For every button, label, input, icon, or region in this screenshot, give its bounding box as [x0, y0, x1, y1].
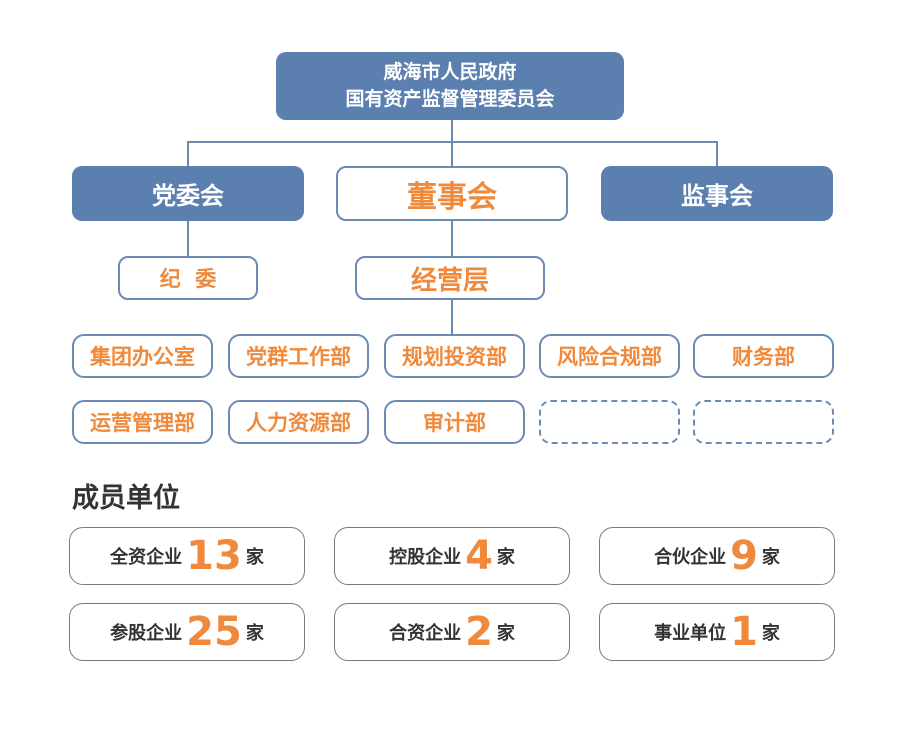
member-box: 事业单位 1 家	[599, 603, 835, 661]
member-count: 9	[730, 533, 758, 579]
member-label: 合伙企业	[654, 547, 727, 568]
dept-box: 人力资源部	[228, 400, 369, 444]
dept-label: 风险合规部	[557, 345, 662, 369]
member-unit: 家	[245, 623, 264, 644]
member-unit: 家	[245, 547, 264, 568]
member-unit: 家	[761, 547, 780, 568]
member-unit: 家	[496, 547, 515, 568]
member-label: 全资企业	[110, 547, 183, 568]
board-box: 董事会	[336, 166, 568, 221]
supervisory-board-box: 监事会	[601, 166, 833, 221]
member-box: 合资企业 2 家	[334, 603, 570, 661]
member-label: 事业单位	[654, 623, 727, 644]
member-box: 参股企业 25 家	[69, 603, 305, 661]
member-box: 控股企业 4 家	[334, 527, 570, 585]
connector-top-vertical	[451, 118, 453, 143]
connector-left-drop	[187, 141, 189, 167]
dept-label: 审计部	[423, 411, 486, 435]
member-unit: 家	[496, 623, 515, 644]
dept-label: 规划投资部	[402, 345, 507, 369]
member-box: 合伙企业 9 家	[599, 527, 835, 585]
dept-box: 审计部	[384, 400, 525, 444]
connector-management-to-planning	[451, 300, 453, 336]
management-label: 经营层	[410, 265, 489, 296]
member-box: 全资企业 13 家	[69, 527, 305, 585]
member-count: 2	[465, 609, 493, 655]
top-authority-line2: 国有资产监督管理委员会	[345, 88, 555, 110]
top-authority-box: 威海市人民政府 国有资产监督管理委员会	[276, 52, 624, 120]
connector-party-to-discipline	[187, 220, 189, 258]
member-count: 13	[186, 533, 242, 579]
management-box: 经营层	[355, 256, 545, 300]
discipline-committee-box: 纪 委	[118, 256, 258, 300]
member-count: 25	[186, 609, 242, 655]
member-unit: 家	[761, 623, 780, 644]
empty-dept-placeholder	[539, 400, 680, 444]
connector-right-drop	[716, 141, 718, 167]
dept-label: 运营管理部	[90, 411, 195, 435]
dept-label: 集团办公室	[90, 345, 195, 369]
discipline-committee-label: 纪 委	[159, 267, 217, 291]
dept-label: 党群工作部	[246, 345, 351, 369]
party-committee-box: 党委会	[72, 166, 304, 221]
party-committee-label: 党委会	[152, 182, 224, 210]
member-label: 控股企业	[389, 547, 462, 568]
member-label: 参股企业	[110, 623, 183, 644]
connector-board-to-management	[451, 220, 453, 258]
dept-box: 运营管理部	[72, 400, 213, 444]
dept-box: 财务部	[693, 334, 834, 378]
board-label: 董事会	[407, 179, 497, 215]
dept-box: 规划投资部	[384, 334, 525, 378]
dept-label: 人力资源部	[246, 411, 351, 435]
empty-dept-placeholder	[693, 400, 834, 444]
top-authority-line1: 威海市人民政府	[383, 61, 517, 83]
supervisory-board-label: 监事会	[681, 182, 753, 210]
members-title: 成员单位	[72, 483, 180, 514]
member-label: 合资企业	[389, 623, 462, 644]
dept-label: 财务部	[732, 345, 795, 369]
member-count: 1	[730, 609, 758, 655]
dept-box: 风险合规部	[539, 334, 680, 378]
dept-box: 集团办公室	[72, 334, 213, 378]
dept-box: 党群工作部	[228, 334, 369, 378]
connector-center-drop	[451, 141, 453, 167]
member-count: 4	[465, 533, 493, 579]
